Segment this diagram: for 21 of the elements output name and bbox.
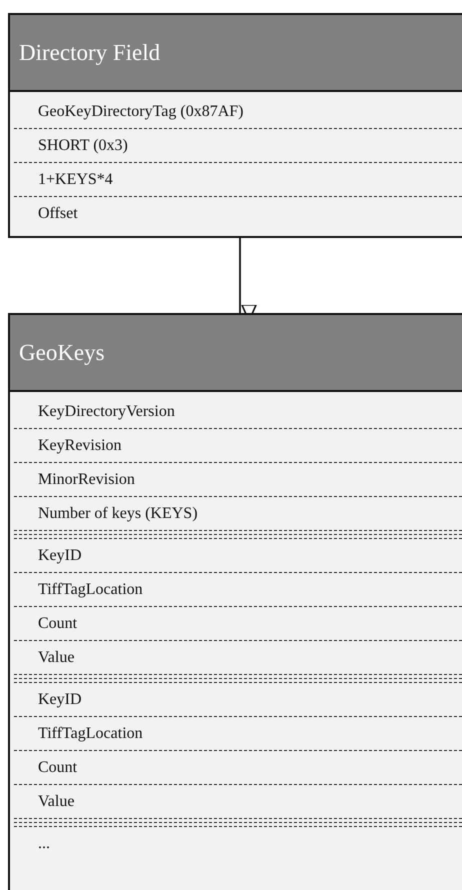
field-label: KeyID: [38, 548, 82, 564]
field-label: GeoKeyDirectoryTag (0x87AF): [38, 104, 244, 120]
field-label: Offset: [38, 206, 78, 222]
box-title: Directory Field: [19, 41, 160, 64]
record-box: [8, 13, 462, 238]
field-label: KeyID: [38, 692, 82, 708]
field-label: Value: [38, 650, 74, 666]
field-label: KeyDirectoryVersion: [38, 404, 175, 420]
field-label: ...: [38, 836, 50, 852]
record-box: [8, 313, 462, 890]
field-label: Count: [38, 760, 78, 776]
field-label: Count: [38, 616, 78, 632]
field-label: Number of keys (KEYS): [38, 506, 198, 522]
field-label: KeyRevision: [38, 438, 122, 454]
box-title: GeoKeys: [19, 341, 105, 364]
field-label: TiffTagLocation: [38, 582, 143, 598]
field-label: TiffTagLocation: [38, 726, 143, 742]
field-label: Value: [38, 794, 74, 810]
field-label: MinorRevision: [38, 472, 135, 488]
field-label: 1+KEYS*4: [38, 172, 113, 188]
field-label: SHORT (0x3): [38, 138, 128, 154]
